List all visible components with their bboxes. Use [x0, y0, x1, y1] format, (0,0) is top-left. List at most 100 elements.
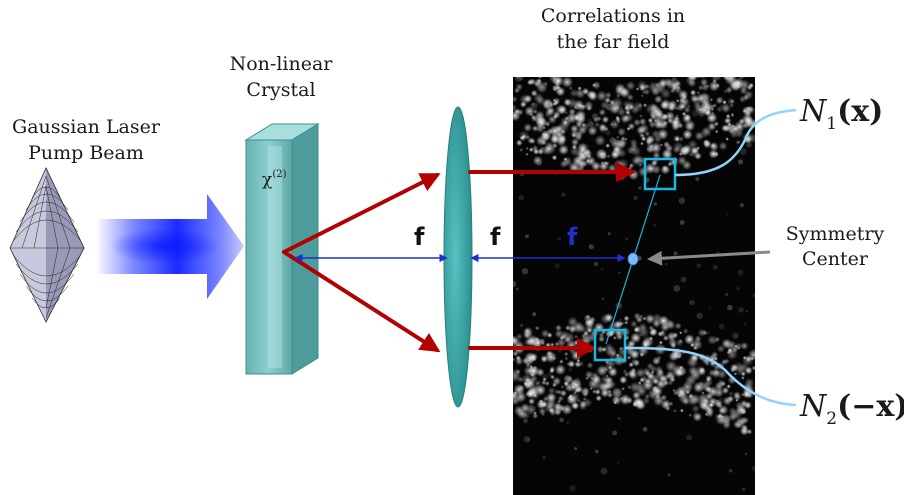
detector-box-n2 — [593, 328, 627, 362]
symmetry-pointer-arrow — [647, 250, 771, 266]
speckle — [561, 77, 574, 88]
speckle — [668, 380, 673, 385]
speckle — [652, 385, 663, 397]
n2-connector — [624, 346, 797, 407]
speckle — [513, 357, 516, 362]
speckle — [736, 287, 740, 291]
speckle — [566, 394, 578, 405]
speckle — [705, 361, 710, 367]
speckle — [600, 467, 608, 475]
speckle — [688, 152, 693, 157]
speckle — [513, 391, 518, 395]
speckle — [582, 397, 586, 400]
speckle — [701, 103, 706, 107]
speckle — [691, 404, 700, 413]
speckle — [523, 365, 535, 377]
speckle — [691, 361, 694, 364]
speckle — [629, 381, 641, 393]
speckle — [723, 415, 730, 422]
focal-label-2: f — [490, 223, 501, 251]
speckle — [731, 113, 735, 118]
speckle — [741, 376, 745, 380]
speckle — [728, 127, 735, 135]
speckle — [732, 77, 745, 90]
pump-label-line2: Pump Beam — [28, 142, 144, 164]
speckle — [542, 373, 548, 380]
speckle — [546, 350, 553, 357]
speckle — [695, 176, 700, 181]
speckle — [640, 375, 649, 384]
speckle — [533, 78, 543, 89]
chi2-label: χ(2) — [262, 169, 287, 190]
speckle — [746, 52, 753, 59]
n2-arg: (−x) — [837, 389, 904, 424]
speckle — [532, 145, 539, 152]
speckle — [733, 61, 741, 69]
speckle — [567, 360, 576, 368]
speckle — [751, 58, 755, 62]
speckle — [680, 408, 684, 413]
speckle — [718, 141, 728, 151]
speckle — [578, 402, 588, 411]
speckle — [533, 337, 540, 344]
speckle — [610, 122, 614, 126]
speckle — [544, 143, 557, 155]
speckle — [559, 335, 565, 341]
speckle — [736, 61, 744, 69]
speckle — [627, 384, 632, 390]
speckle — [519, 94, 531, 105]
speckle — [728, 412, 738, 422]
speckle — [723, 89, 728, 94]
speckle — [537, 148, 545, 155]
speckle — [734, 342, 743, 351]
speckle — [525, 234, 529, 239]
speckle — [592, 113, 599, 120]
speckle — [639, 123, 649, 134]
speckle — [607, 232, 611, 236]
speckle — [721, 358, 728, 366]
speckle — [533, 112, 546, 125]
speckle — [638, 186, 642, 190]
speckle — [619, 321, 624, 326]
speckle — [672, 366, 684, 378]
speckle — [744, 366, 753, 375]
speckle — [671, 77, 677, 83]
speckle — [558, 144, 569, 156]
speckle — [679, 331, 683, 335]
speckle — [519, 148, 524, 152]
speckle — [552, 98, 556, 102]
speckle — [742, 109, 747, 113]
speckle — [633, 195, 638, 201]
speckle — [542, 99, 553, 110]
speckle — [653, 378, 659, 385]
speckle — [601, 297, 605, 300]
far-field-label-line1: Correlations in — [541, 5, 685, 27]
speckle — [515, 357, 524, 366]
speckle — [555, 324, 562, 332]
speckle — [632, 401, 639, 408]
speckle — [737, 159, 744, 165]
speckle — [658, 78, 668, 89]
speckle — [712, 265, 718, 270]
speckle — [715, 96, 724, 105]
speckle — [694, 77, 703, 79]
speckle — [568, 394, 573, 398]
speckle — [672, 388, 676, 392]
speckle — [554, 341, 560, 347]
speckle — [557, 399, 562, 404]
n1-connector — [674, 108, 797, 177]
speckle — [587, 328, 592, 333]
speckle — [579, 335, 592, 347]
speckle — [639, 133, 644, 138]
speckle — [676, 352, 681, 357]
speckle — [650, 103, 658, 112]
speckle — [706, 112, 718, 124]
speckle — [686, 434, 693, 441]
speckle — [569, 238, 575, 244]
speckle — [639, 114, 643, 118]
speckle — [602, 151, 606, 156]
far-field-label-line2: the far field — [557, 31, 670, 53]
speckle — [554, 364, 567, 376]
speckle — [632, 173, 637, 179]
speckle — [725, 137, 729, 141]
